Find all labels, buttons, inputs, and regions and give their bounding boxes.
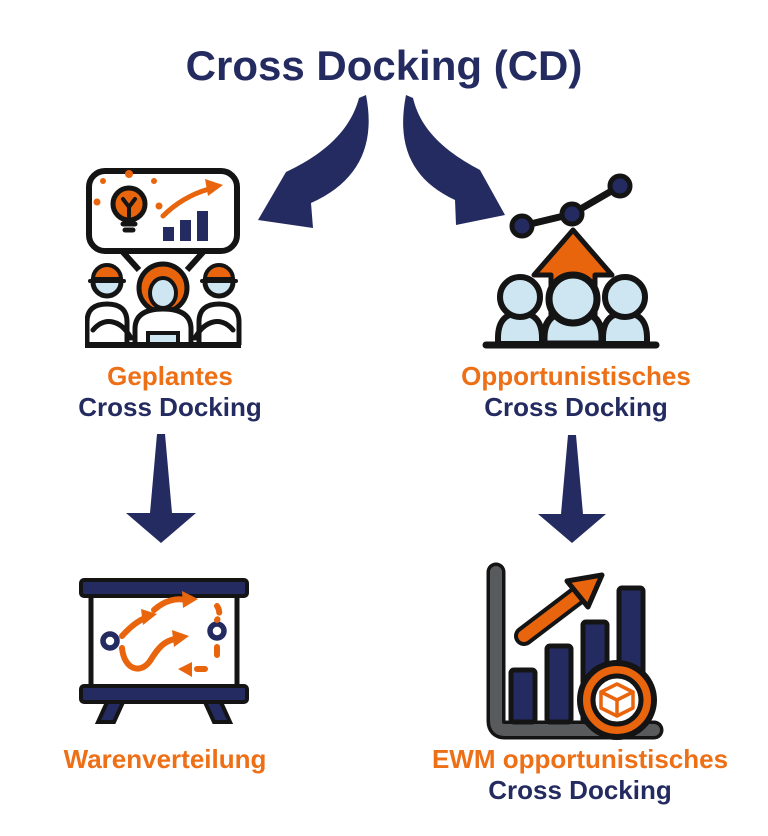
label-line-accent: Warenverteilung <box>63 744 267 774</box>
route-board-icon <box>78 572 250 724</box>
label-line-rest: Cross Docking <box>484 392 668 422</box>
down-arrow-right <box>538 435 606 543</box>
growth-chart-package-icon <box>478 560 678 748</box>
curved-arrow-left <box>258 95 369 228</box>
label-line-accent: EWM opportunistisches <box>431 744 729 774</box>
down-arrow-left <box>126 434 196 543</box>
label-line-accent: Geplantes <box>107 361 233 391</box>
package-glyph <box>599 682 635 718</box>
label-ewm-opportunistisches-cross-docking: EWM opportunistisches Cross Docking <box>420 744 740 806</box>
crowd-trend-icon <box>478 172 663 350</box>
label-line-rest: Cross Docking <box>78 392 262 422</box>
label-warenverteilung: Warenverteilung <box>15 744 315 775</box>
page-title: Cross Docking (CD) <box>185 42 583 89</box>
label-line-accent: Opportunistisches <box>461 361 691 391</box>
label-opportunistisches-cross-docking: Opportunistisches Cross Docking <box>420 361 732 423</box>
planning-meeting-icon <box>85 166 255 348</box>
label-geplantes-cross-docking: Geplantes Cross Docking <box>20 361 320 423</box>
label-line-rest: Cross Docking <box>488 775 672 805</box>
